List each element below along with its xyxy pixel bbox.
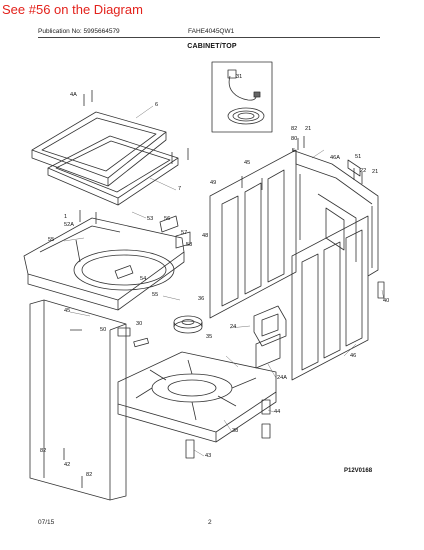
callout-label: 80 [291,136,297,142]
leveling-leg-44 [261,399,271,415]
callout-label: 42 [64,462,70,468]
callout-label: 5 [292,148,295,154]
callout-label: 54 [140,276,146,282]
right-side-panel [291,215,369,381]
callout-label: 36 [198,296,204,302]
callout-label: 22 [360,168,366,174]
callout-label: 7 [178,186,181,192]
bracket-lower [255,333,281,369]
cabinet-base [117,351,277,433]
callout-label: 4A [70,92,77,98]
callout-label: 24 [230,324,236,330]
part-58 [175,231,191,249]
power-cord-inset-box [211,61,273,133]
footer-date: 07/15 [38,519,55,526]
diagram-note: See #56 on the Diagram [2,2,143,17]
bracket [253,305,287,347]
callout-label: 40 [383,298,389,304]
callout-label: 1 [64,214,67,220]
leveling-leg-43 [185,439,195,459]
lid [31,111,167,179]
callout-label: 6 [155,102,158,108]
callout-label: 82 [291,126,297,132]
callout-labels: 31 4A 6 82 21 80 5 46A 51 22 21 45 49 7 53 48 56 1 52A 57 55… [40,74,389,478]
callout-label: 44 [274,409,280,415]
callout-label: 56 [164,216,170,222]
figure-code: P12V0168 [344,468,373,474]
callout-label: 55 [152,292,158,298]
callout-label: 57 [181,230,187,236]
callout-label: 31 [236,74,242,80]
left-side-panel [209,149,297,319]
callout-label: 43 [205,453,211,459]
callout-label: 24A [277,375,287,381]
connector-50 [117,327,131,337]
callout-label: 55 [48,237,54,243]
callout-label: 48 [202,233,208,239]
page-number: 2 [208,519,212,526]
rear-frame [291,149,379,277]
power-plug [227,69,237,79]
lid-switch [114,265,134,279]
publication-number: Publication No: 5995664579 [38,28,120,35]
pulley [173,315,203,329]
callout-label: 45 [64,308,70,314]
callout-label: 53 [147,216,153,222]
callout-label: 52A [64,222,74,228]
callout-label: 51 [355,154,361,160]
callout-label: 50 [100,327,106,333]
callout-label: 21 [372,169,378,175]
callout-label: 82 [40,448,46,454]
model-number: FAHE4045QW1 [188,28,235,35]
part-30 [133,337,149,348]
callout-label: 46 [350,353,356,359]
callout-label: 58 [186,242,192,248]
cord-coil [227,107,265,125]
callout-label: 49 [210,180,216,186]
callout-label: 30 [136,321,142,327]
callout-label: 82 [86,472,92,478]
callout-label: 45 [244,160,250,166]
callout-label: 21 [305,126,311,132]
top-panel [23,217,185,301]
callout-label: 38 [232,428,238,434]
header-divider [38,37,380,38]
base-center-ring [151,373,233,403]
callout-label: 46A [330,155,340,161]
part-56 [159,215,179,233]
part-40 [377,281,385,299]
callout-label: 35 [206,334,212,340]
section-title: CABINET/TOP [187,43,237,50]
power-cord [228,75,257,101]
tub-opening [73,249,175,291]
